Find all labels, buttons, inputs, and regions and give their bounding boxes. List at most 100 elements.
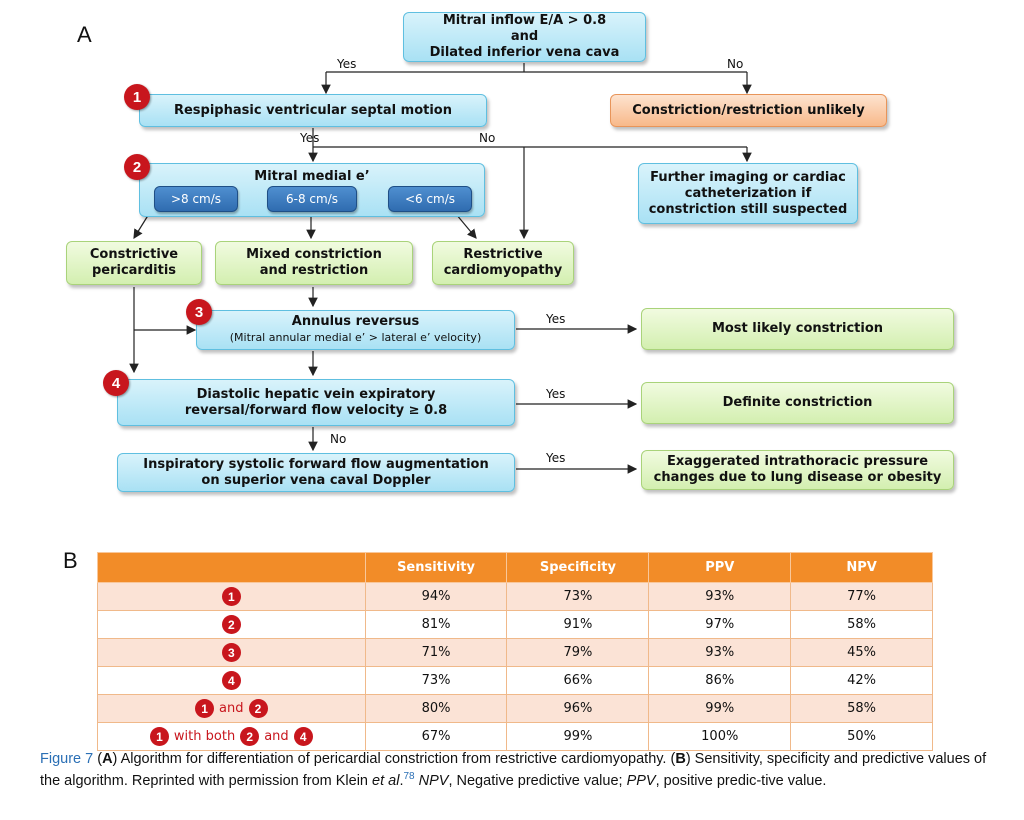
row-combo: 3 xyxy=(97,638,366,667)
step3-node: Annulus reversus (Mitral annular medial … xyxy=(196,310,515,350)
unlikely-node: Constriction/restriction unlikely xyxy=(610,94,887,127)
further-line: constriction still suspected xyxy=(648,201,848,217)
restrictive-node: Restrictive cardiomyopathy xyxy=(432,241,574,285)
edge-label-yes: Yes xyxy=(300,131,320,145)
badge-3: 3 xyxy=(221,643,241,662)
flow-arrows xyxy=(129,63,752,474)
panel-b-label: B xyxy=(63,548,78,573)
ppv-cell: 93% xyxy=(648,638,792,667)
exaggerated-node: Exaggerated intrathoracic pressure chang… xyxy=(641,450,954,490)
definite-node: Definite constriction xyxy=(641,382,954,424)
ppv-cell: 99% xyxy=(648,694,792,723)
header-ppv: PPV xyxy=(648,552,792,583)
svc-node: Inspiratory systolic forward flow augmen… xyxy=(117,453,515,492)
step1-text: Respiphasic ventricular septal motion xyxy=(173,102,452,118)
edge-label-yes: Yes xyxy=(546,451,566,465)
table-header-row: Sensitivity Specificity PPV NPV xyxy=(97,552,933,583)
further-line: catheterization if xyxy=(684,185,812,201)
pill-lt6: <6 cm/s xyxy=(388,186,472,212)
constrictive-node: Constrictive pericarditis xyxy=(66,241,202,285)
header-sensitivity: Sensitivity xyxy=(364,552,508,583)
npv-cell: 42% xyxy=(790,666,933,695)
ppv-cell: 100% xyxy=(648,722,792,751)
figure-label: Figure 7 xyxy=(40,751,94,767)
npv-cell: 58% xyxy=(790,694,933,723)
specificity-cell: 66% xyxy=(506,666,650,695)
specificity-cell: 91% xyxy=(506,610,650,639)
performance-table: Sensitivity Specificity PPV NPV 1 94% 73… xyxy=(97,552,933,751)
constrictive-line: Constrictive xyxy=(89,247,179,262)
table-row: 4 73% 66% 86% 42% xyxy=(97,666,933,695)
caption-text: ) Sensitivity, specificity and predictiv… xyxy=(40,751,987,789)
caption-italic: NPV xyxy=(418,772,449,789)
step3-text: Annulus reversus xyxy=(291,314,420,329)
table-row: 3 71% 79% 93% 45% xyxy=(97,638,933,667)
step4-node: Diastolic hepatic vein expiratory revers… xyxy=(117,379,515,426)
constrictive-line: pericarditis xyxy=(91,263,177,278)
table-row: 2 81% 91% 97% 58% xyxy=(97,610,933,639)
caption-text: . xyxy=(399,772,404,789)
npv-cell: 50% xyxy=(790,722,933,751)
caption-italic: et al xyxy=(372,772,400,789)
badge-2: 2 xyxy=(221,615,241,634)
restrictive-line: cardiomyopathy xyxy=(443,263,563,278)
sensitivity-cell: 80% xyxy=(364,694,508,723)
badge-1: 1 xyxy=(149,727,169,746)
header-specificity: Specificity xyxy=(506,552,650,583)
reference-number[interactable]: 78 xyxy=(403,771,415,782)
edge-label-yes: Yes xyxy=(337,57,357,71)
step2-text: Mitral medial e’ xyxy=(254,169,370,184)
row-combo: 4 xyxy=(97,666,366,695)
badge-4: 4 xyxy=(221,671,241,690)
badge-1: 1 xyxy=(221,587,241,606)
edge-label-no: No xyxy=(727,57,744,71)
mixed-line: and restriction xyxy=(259,263,369,278)
edge-label-no: No xyxy=(479,131,496,145)
sensitivity-cell: 81% xyxy=(364,610,508,639)
badge-4: 4 xyxy=(103,370,129,396)
exaggerated-line: Exaggerated intrathoracic pressure xyxy=(666,454,929,469)
sensitivity-cell: 94% xyxy=(364,582,508,611)
npv-cell: 77% xyxy=(790,582,933,611)
sensitivity-cell: 67% xyxy=(364,722,508,751)
start-line: Mitral inflow E/A > 0.8 xyxy=(442,13,607,28)
row-combo: 1 xyxy=(97,582,366,611)
badge-4: 4 xyxy=(293,727,313,746)
header-blank xyxy=(97,552,366,583)
with-both-text: with both xyxy=(173,729,236,744)
restrictive-line: Restrictive xyxy=(463,247,543,262)
caption-bold: A xyxy=(102,751,113,767)
panel-a-label: A xyxy=(77,22,92,47)
step3-subtext: (Mitral annular medial e’ > lateral e’ v… xyxy=(229,331,482,344)
badge-1: 1 xyxy=(124,84,150,110)
ppv-cell: 97% xyxy=(648,610,792,639)
mixed-node: Mixed constriction and restriction xyxy=(215,241,413,285)
specificity-cell: 79% xyxy=(506,638,650,667)
header-npv: NPV xyxy=(790,552,933,583)
specificity-cell: 73% xyxy=(506,582,650,611)
edge-label-yes: Yes xyxy=(546,312,566,326)
caption-bold: B xyxy=(675,751,686,767)
start-line: Dilated inferior vena cava xyxy=(429,45,620,60)
step4-line: reversal/forward flow velocity ≥ 0.8 xyxy=(184,402,448,418)
caption-text: , positive predic-tive value. xyxy=(655,772,827,789)
caption-text: , Negative predictive value; xyxy=(448,772,627,789)
svc-line: Inspiratory systolic forward flow augmen… xyxy=(143,456,489,472)
mixed-line: Mixed constriction xyxy=(246,247,382,262)
caption-text: ( xyxy=(93,751,103,767)
caption-text: ) Algorithm for differentiation of peric… xyxy=(112,751,676,767)
most-likely-text: Most likely constriction xyxy=(711,321,884,336)
table-row: 1 94% 73% 93% 77% xyxy=(97,582,933,611)
badge-2: 2 xyxy=(240,727,260,746)
badge-2: 2 xyxy=(124,154,150,180)
figure-caption: Figure 7 (A) Algorithm for differentiati… xyxy=(40,750,990,790)
specificity-cell: 99% xyxy=(506,722,650,751)
caption-italic: PPV xyxy=(626,772,656,789)
edge-label-no: No xyxy=(330,432,347,446)
start-node: Mitral inflow E/A > 0.8 and Dilated infe… xyxy=(403,12,646,62)
specificity-cell: 96% xyxy=(506,694,650,723)
